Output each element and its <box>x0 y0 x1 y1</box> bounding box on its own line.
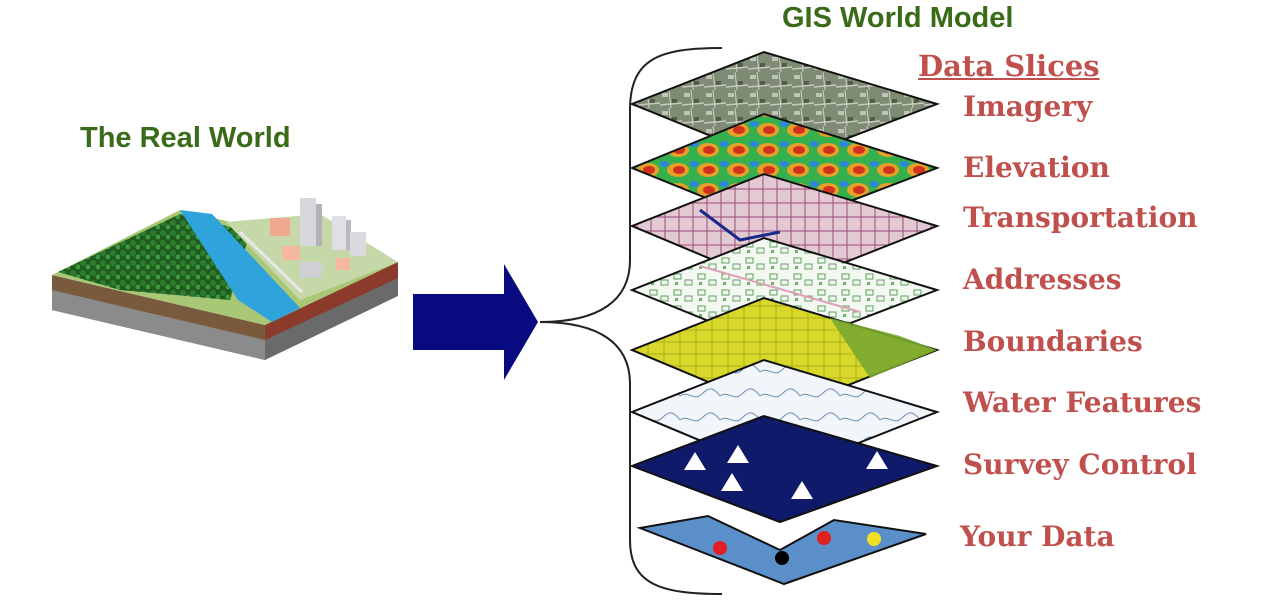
survey-point-icon <box>727 445 749 463</box>
real-world-illustration <box>52 198 398 360</box>
layer-label-addresses: Addresses <box>963 263 1122 296</box>
layer-label-elevation: Elevation <box>963 151 1110 184</box>
gis-model-title: GIS World Model <box>782 2 1014 34</box>
layer-label-transportation: Transportation <box>963 201 1198 234</box>
data-slices-heading: Data Slices <box>918 49 1100 83</box>
survey-point-icon <box>684 452 706 470</box>
real-world-title: The Real World <box>80 122 291 154</box>
data-point-icon <box>775 551 789 565</box>
layer-label-your-data: Your Data <box>960 520 1115 553</box>
layer-your-data <box>636 514 927 586</box>
survey-point-icon <box>866 451 888 469</box>
arrow-icon <box>413 264 538 380</box>
data-point-icon <box>817 531 831 545</box>
data-point-icon <box>867 532 881 546</box>
layer-label-boundaries: Boundaries <box>963 325 1143 358</box>
layer-label-survey-control: Survey Control <box>963 448 1197 481</box>
survey-point-icon <box>791 481 813 499</box>
data-point-icon <box>713 541 727 555</box>
layer-label-imagery: Imagery <box>963 90 1093 123</box>
bracket <box>539 47 723 595</box>
layer-label-water-features: Water Features <box>963 386 1202 419</box>
layer-survey-control <box>629 414 941 524</box>
survey-point-icon <box>721 473 743 491</box>
